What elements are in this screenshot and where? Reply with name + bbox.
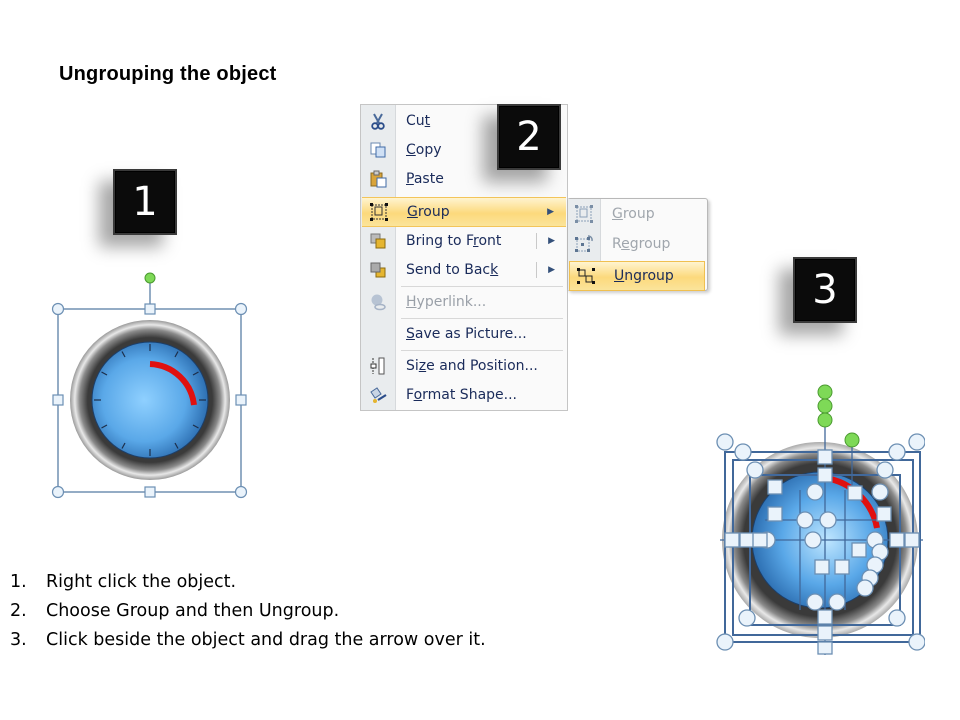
scissors-icon <box>368 111 388 131</box>
instruction-list: 1.Right click the object. 2.Choose Group… <box>10 568 486 655</box>
menu-item-paste[interactable]: Paste <box>361 165 567 193</box>
menu-item-size-and-position[interactable]: Size and Position... <box>361 352 567 380</box>
menu-item-send-to-back[interactable]: Send to Back ▶ <box>361 256 567 284</box>
menu-separator <box>401 318 563 319</box>
menu-item-hyperlink[interactable]: Hyperlink... <box>361 288 567 316</box>
submenu-item-regroup[interactable]: Regroup <box>568 230 707 258</box>
step-badge-3: 3 <box>793 257 857 323</box>
menu-item-copy[interactable]: Copy <box>361 136 567 164</box>
hyperlink-icon <box>368 292 388 312</box>
menu-item-cut[interactable]: Cut <box>361 107 567 135</box>
instruction-step-2: 2.Choose Group and then Ungroup. <box>10 601 340 621</box>
menu-item-bring-to-front[interactable]: Bring to Front ▶ <box>361 227 567 255</box>
step-badge-1: 1 <box>113 169 177 235</box>
group-icon <box>369 202 389 222</box>
menu-item-format-shape[interactable]: Format Shape... <box>361 381 567 409</box>
submenu-arrow-icon: ▶ <box>547 207 554 217</box>
size-position-icon <box>368 356 388 376</box>
submenu-item-group[interactable]: Group <box>568 200 707 228</box>
menu-separator <box>401 286 563 287</box>
paste-icon <box>368 169 388 189</box>
menu-separator <box>401 350 563 351</box>
bring-to-front-icon <box>368 231 388 251</box>
menu-item-group[interactable]: Group ▶ <box>362 197 566 227</box>
step-badge-2: 2 <box>497 104 561 170</box>
instruction-step-3: 3.Click beside the object and drag the a… <box>10 630 486 650</box>
group-submenu: Group Regroup Ungroup <box>567 198 708 291</box>
ungroup-icon <box>577 268 595 284</box>
menu-item-save-as-picture[interactable]: Save as Picture... <box>406 326 527 342</box>
send-to-back-icon <box>368 260 388 280</box>
format-shape-icon <box>368 385 388 405</box>
submenu-item-ungroup[interactable]: Ungroup <box>569 261 705 291</box>
instruction-step-1: 1.Right click the object. <box>10 572 237 592</box>
grouped-gauge-object[interactable] <box>40 265 260 510</box>
submenu-arrow-icon[interactable]: ▶ <box>548 236 555 246</box>
submenu-arrow-icon[interactable]: ▶ <box>548 265 555 275</box>
regroup-icon <box>575 235 593 252</box>
ungrouped-gauge-object[interactable] <box>705 380 925 660</box>
group-icon <box>575 205 593 223</box>
slide-title: Ungrouping the object <box>59 63 277 85</box>
copy-icon <box>368 140 388 160</box>
